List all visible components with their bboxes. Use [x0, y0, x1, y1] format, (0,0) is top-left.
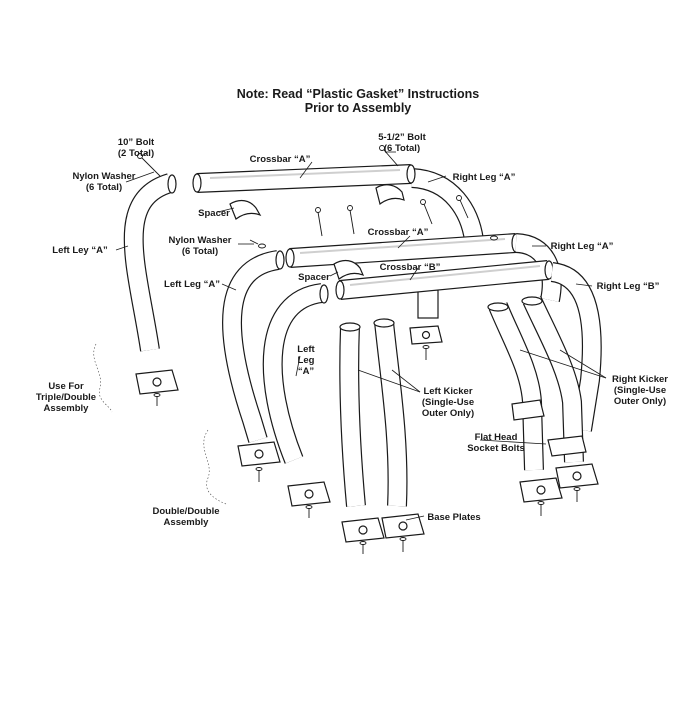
bolt-10-inch	[379, 145, 399, 167]
right-kicker-1	[487, 302, 544, 471]
label-crossbar-a-top: Crossbar “A”	[250, 154, 311, 165]
mid-left-leg	[222, 250, 285, 443]
label-use-for-1: Use For	[48, 381, 84, 392]
label-nylon-washer-top: Nylon Washer	[73, 171, 136, 182]
label-spacer-mid: Spacer	[298, 272, 330, 283]
title-line-2: Prior to Assembly	[305, 101, 412, 115]
label-crossbar-b: Crossbar “B”	[380, 262, 441, 273]
front-left-leg	[262, 283, 329, 464]
flat-head-bolt	[422, 345, 430, 360]
flat-head-bolt	[573, 487, 581, 502]
spacer-top-right	[375, 184, 405, 206]
label-right-leg-b: Right Leg “B”	[597, 281, 660, 292]
label-5-half-bolt: 5-1/2” Bolt	[378, 132, 426, 143]
base-plate	[135, 369, 179, 395]
left-kicker-2	[373, 318, 408, 507]
rear-crossbar-a	[192, 164, 416, 193]
spacer-mid	[333, 259, 365, 280]
nylon-washer	[249, 239, 266, 249]
label-left-leg-front-2: Leg	[298, 355, 315, 366]
base-plate	[237, 441, 281, 467]
label-left-leg-front-1: Left	[297, 344, 315, 355]
flat-head-bolt	[359, 541, 367, 554]
flat-head-bolt	[305, 505, 313, 518]
double-double-bracket	[203, 429, 227, 505]
spacer-top	[229, 199, 262, 220]
label-flat-head-2: Socket Bolts	[467, 443, 525, 454]
title-line-1: Note: Read “Plastic Gasket” Instructions	[237, 87, 479, 101]
label-right-leg-a-top: Right Leg “A”	[453, 172, 516, 183]
label-left-kicker-3: Outer Only)	[422, 408, 474, 419]
base-plate	[381, 513, 425, 539]
label-nylon-washer-mid: Nylon Washer	[169, 235, 232, 246]
label-10-bolt-count: (2 Total)	[118, 148, 154, 159]
label-use-for-3: Assembly	[44, 403, 90, 414]
base-plate	[519, 477, 563, 503]
label-5-half-bolt-count: (6 Total)	[384, 143, 420, 154]
right-kicker-2	[521, 295, 584, 463]
flat-head-bolt	[537, 501, 545, 516]
flat-head-bolt	[153, 393, 161, 406]
label-flat-head-1: Flat Head	[475, 432, 518, 443]
label-left-kicker-2: (Single-Use	[422, 397, 474, 408]
label-spacer-top: Spacer	[198, 208, 230, 219]
label-right-kicker-3: Outer Only)	[614, 396, 666, 407]
front-crossbar-b	[335, 260, 554, 300]
base-plate	[287, 481, 331, 507]
label-10-bolt: 10” Bolt	[118, 137, 155, 148]
label-right-leg-a-mid: Right Leg “A”	[551, 241, 614, 252]
bolt-5-half-inch	[420, 199, 433, 225]
bolt-5-half-inch	[315, 207, 323, 237]
base-plate	[341, 517, 385, 543]
label-left-leg-a-mid: Left Leg “A”	[164, 279, 220, 290]
label-use-for-2: Triple/Double	[36, 392, 96, 403]
flat-head-bolt	[399, 537, 407, 552]
leader-lines	[115, 151, 607, 521]
bolt-5-half-inch	[456, 195, 469, 219]
label-nylon-washer-mid-count: (6 Total)	[182, 246, 218, 257]
label-right-kicker-1: Right Kicker	[612, 374, 668, 385]
nylon-washer	[490, 235, 498, 241]
label-base-plates: Base Plates	[427, 512, 480, 523]
label-crossbar-a-mid: Crossbar “A”	[368, 227, 429, 238]
label-left-kicker-1: Left Kicker	[423, 386, 472, 397]
label-double-double-1: Double/Double	[152, 506, 219, 517]
label-left-ley-a: Left Ley “A”	[52, 245, 108, 256]
flat-head-bolt	[255, 467, 263, 482]
left-kicker-1	[339, 322, 366, 507]
base-plate	[547, 435, 587, 457]
base-plate	[555, 463, 599, 489]
base-plate	[511, 399, 545, 421]
triple-double-bracket	[93, 343, 113, 413]
bolt-5-half-inch	[347, 205, 355, 235]
rear-left-leg	[123, 173, 177, 352]
label-double-double-2: Assembly	[164, 517, 210, 528]
label-nylon-washer-top-count: (6 Total)	[86, 182, 122, 193]
base-plate	[409, 325, 443, 345]
label-left-leg-front-3: “A”	[298, 366, 315, 377]
center-post	[417, 289, 439, 319]
label-right-kicker-2: (Single-Use	[614, 385, 666, 396]
